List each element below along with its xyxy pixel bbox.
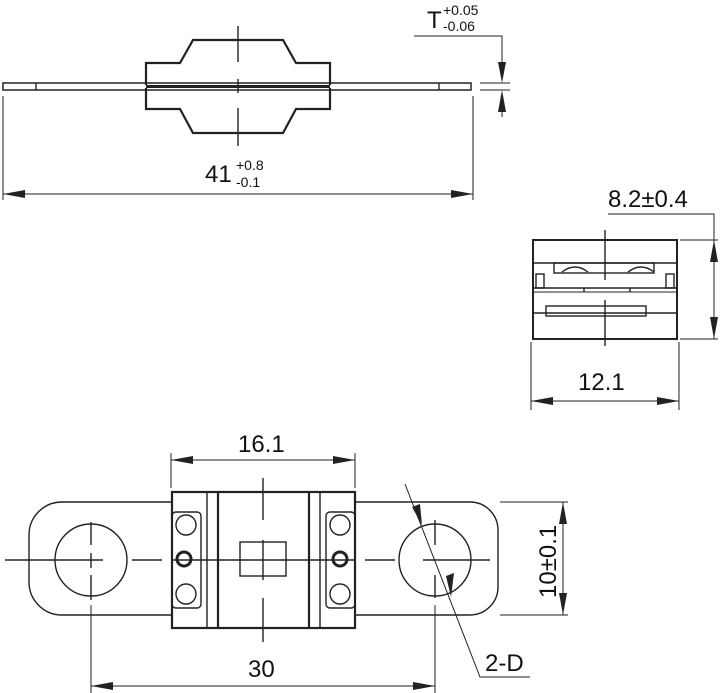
hole-pitch-label: 30 [248,656,275,683]
thickness-symbol: T [427,7,442,34]
side-view [2,26,510,200]
top-view [5,453,568,693]
hole-label: 2-D [485,650,524,677]
length-upper-tol: +0.8 [236,157,264,173]
thickness-upper-tol: +0.05 [443,2,479,18]
length-nominal-label: 41 [205,161,232,188]
end-width-label: 12.1 [578,369,625,396]
end-height-label: 8.2±0.4 [608,186,688,213]
tab-width-label: 10±0.1 [535,525,562,598]
length-lower-tol: -0.1 [236,174,260,190]
body-width-label: 16.1 [238,431,285,458]
end-view [530,213,718,410]
thickness-lower-tol: -0.06 [443,18,475,34]
